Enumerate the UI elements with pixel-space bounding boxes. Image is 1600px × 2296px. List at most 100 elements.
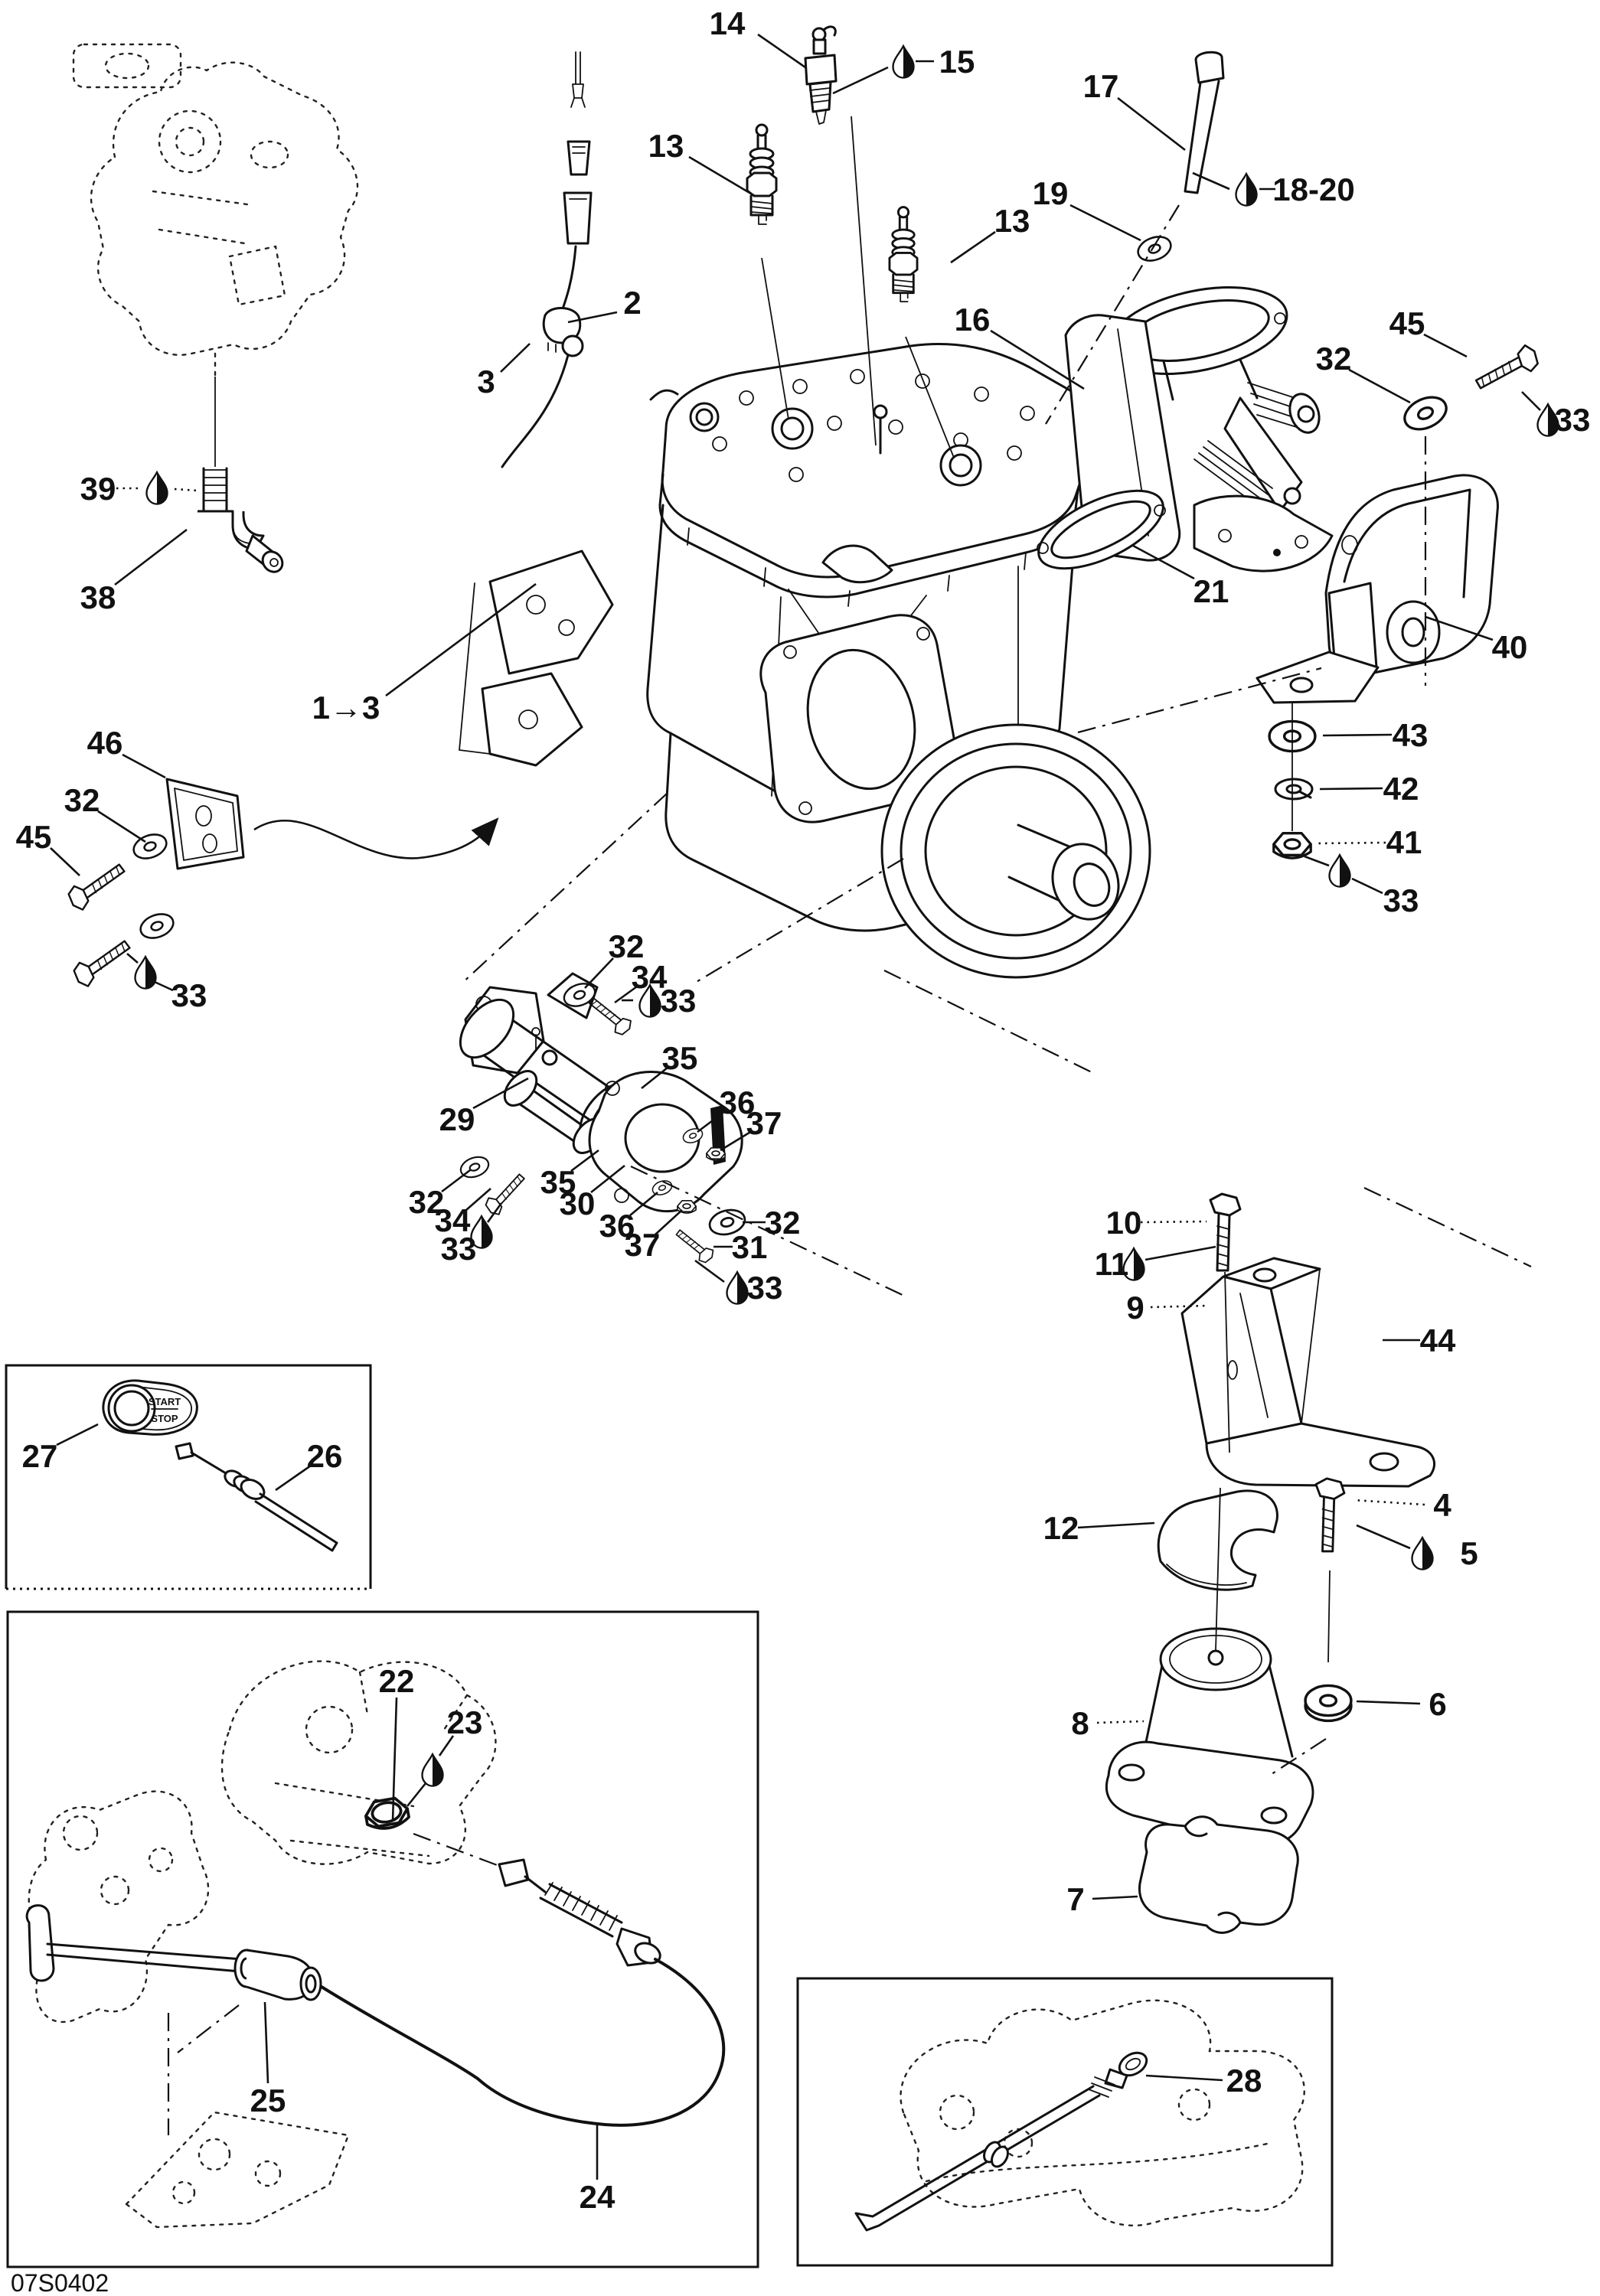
alignment-line: [1363, 1187, 1532, 1267]
callout-1→3: 1→3: [312, 690, 380, 726]
callout-13: 13: [648, 128, 684, 164]
leader-line: [950, 230, 996, 264]
callout-18-20: 18-20: [1272, 171, 1354, 207]
support-bracket-44: [1180, 1257, 1435, 1488]
leader-line: [990, 329, 1085, 390]
washer-32-right: [1398, 390, 1453, 437]
leader-line: [1069, 204, 1141, 242]
leader-line: [629, 1192, 658, 1216]
lubrication-drop-icon: [1235, 173, 1258, 207]
throttle-cable-24: [320, 1858, 726, 2127]
leader-line: [694, 1259, 725, 1283]
callout-13: 13: [994, 203, 1030, 239]
support-bracket-40: [1256, 474, 1499, 704]
bolt-45-left-upper: [63, 856, 129, 914]
support-half-12: [1157, 1489, 1278, 1591]
callout-37: 37: [625, 1227, 661, 1263]
callout-11: 11: [1095, 1246, 1128, 1282]
bolt-45-left-lower: [68, 932, 134, 990]
leader-line: [697, 1110, 726, 1133]
callout-33: 33: [747, 1270, 783, 1306]
leader-line: [1348, 368, 1411, 404]
leader-line: [1132, 544, 1195, 580]
callout-10: 10: [1106, 1205, 1142, 1241]
leader-line: [263, 2001, 269, 2084]
lubrication-drop-icon: [421, 1753, 444, 1787]
callout-33: 33: [171, 977, 207, 1013]
leader-line: [567, 311, 618, 324]
callout-34: 34: [632, 959, 668, 995]
nut-41: [1272, 832, 1312, 859]
leader-line: [56, 1423, 99, 1446]
callout-27: 27: [22, 1438, 58, 1474]
lubrication-drop-icon: [145, 471, 168, 505]
lubrication-drop-icon: [726, 1271, 749, 1305]
alignment-line: [883, 970, 1094, 1074]
leader-line: [441, 1169, 471, 1193]
callout-32: 32: [765, 1205, 801, 1241]
callout-29: 29: [439, 1101, 475, 1137]
callout-8: 8: [1071, 1705, 1089, 1741]
leader-line: [1521, 391, 1541, 411]
lock-washer-42: [1274, 778, 1314, 801]
callout-5: 5: [1460, 1535, 1478, 1571]
leader-line: [1356, 1700, 1421, 1705]
alignment-line: [1045, 204, 1180, 425]
lubrication-drop-icon: [1328, 854, 1351, 888]
leader-line: [1215, 1487, 1221, 1651]
callout-45: 45: [1389, 305, 1425, 341]
leader-line: [472, 1077, 529, 1110]
seal-washer-19: [1134, 231, 1175, 266]
leader-line: [1224, 1271, 1230, 1453]
leader-line: [851, 116, 877, 446]
callout-33: 33: [661, 983, 697, 1019]
callout-42: 42: [1383, 771, 1419, 807]
callout-35: 35: [540, 1164, 576, 1200]
leader-line: [406, 1782, 427, 1807]
leader-line: [174, 488, 198, 492]
callout-39: 39: [80, 471, 116, 507]
leader-line: [905, 336, 955, 458]
leader-line: [1304, 855, 1330, 867]
callout-14: 14: [710, 5, 746, 41]
leader-line: [1140, 1220, 1207, 1224]
lubrication-drop-icon: [892, 45, 915, 79]
leader-lines-layer: [50, 33, 1541, 2180]
callout-16: 16: [955, 302, 991, 338]
leader-line: [486, 1202, 503, 1223]
alignment-line: [1077, 667, 1322, 734]
support-plate-7: [1138, 1815, 1299, 1934]
leader-line: [154, 980, 174, 992]
plate-46: [165, 778, 245, 870]
leader-line: [1145, 2074, 1223, 2082]
engine-block-illustration: [459, 343, 1151, 979]
callout-34: 34: [435, 1202, 471, 1238]
leader-line: [1356, 1524, 1411, 1550]
lubrication-drop-icon: [134, 956, 157, 990]
callout-9: 9: [1126, 1290, 1144, 1326]
leader-line: [1423, 333, 1468, 358]
leader-line: [655, 1209, 683, 1235]
leader-line: [391, 1697, 398, 1822]
callout-35: 35: [662, 1040, 698, 1076]
callout-24: 24: [580, 2179, 616, 2215]
leader-line: [584, 957, 614, 989]
callout-33: 33: [1383, 882, 1419, 918]
callout-44: 44: [1420, 1322, 1456, 1358]
callout-15: 15: [939, 44, 975, 80]
inset-box-switch: START STOP: [5, 1364, 372, 1590]
callout-41: 41: [1386, 824, 1422, 860]
leader-line: [385, 582, 537, 697]
alignment-line: [630, 1166, 906, 1297]
callout-36: 36: [720, 1084, 756, 1120]
callout-46: 46: [87, 725, 123, 761]
bolt-4: [1314, 1477, 1346, 1553]
rubber-mount-8: [1105, 1627, 1314, 1848]
dipstick-28: [854, 2051, 1148, 2232]
callout-3: 3: [477, 364, 495, 400]
leader-line: [97, 810, 146, 843]
leader-line: [438, 1735, 455, 1756]
leader-line: [1351, 877, 1383, 895]
callout-17: 17: [1083, 68, 1119, 104]
